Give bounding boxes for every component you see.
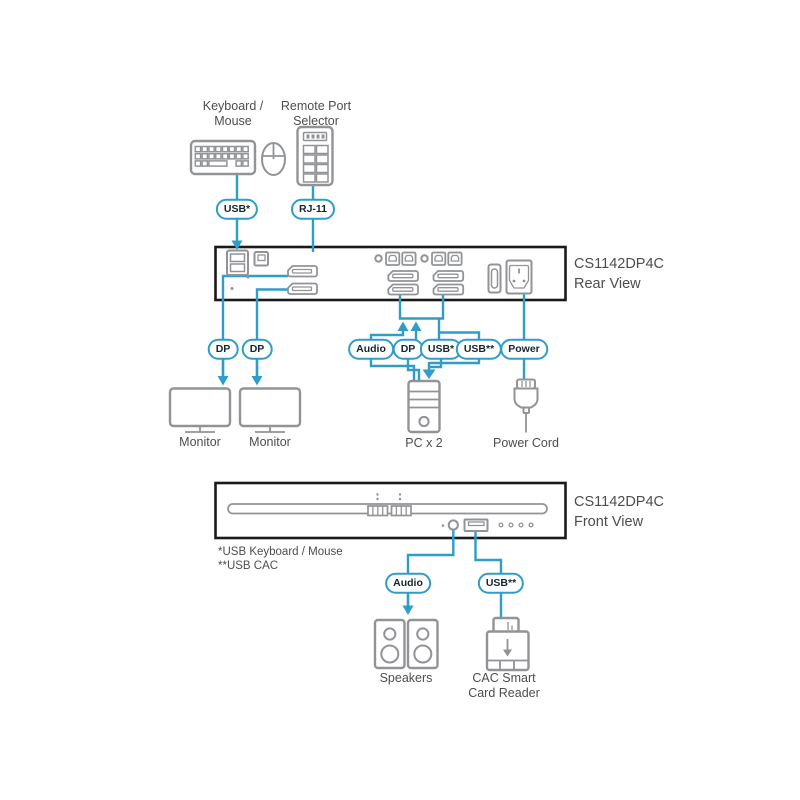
arrow-monitor-right bbox=[251, 376, 263, 386]
footnotes: *USB Keyboard / Mouse **USB CAC bbox=[218, 546, 343, 573]
mouse-icon bbox=[261, 142, 286, 176]
front-audio-jack-icon bbox=[447, 519, 459, 531]
monitor-right-icon bbox=[238, 387, 302, 433]
arrow-speakers bbox=[402, 605, 414, 615]
front-indicator-leds bbox=[498, 522, 534, 528]
monitor-left-icon bbox=[168, 387, 232, 433]
pc-tower-icon bbox=[407, 379, 441, 434]
pc-label: PC x 2 bbox=[405, 436, 443, 450]
rj11-port-icon bbox=[253, 251, 269, 267]
rear-ports bbox=[226, 249, 533, 296]
pill-usb2-front: USB** bbox=[477, 572, 525, 594]
pill-dp-rear: DP bbox=[392, 338, 424, 360]
cac-reader-label: CAC Smart Card Reader bbox=[468, 671, 540, 700]
power-switch-icon bbox=[487, 263, 502, 294]
pc1-console-ports-icon bbox=[374, 251, 419, 296]
rear-model: CS1142DP4C bbox=[574, 256, 665, 272]
rear-led-dot bbox=[246, 275, 250, 279]
dp-output-ports-icon bbox=[287, 265, 318, 295]
speakers-icon bbox=[373, 618, 439, 670]
arrow-up-audio bbox=[397, 321, 409, 331]
remote-port-selector-label: Remote Port Selector bbox=[280, 99, 352, 128]
rear-led-dot bbox=[230, 287, 234, 290]
power-cord-label: Power Cord bbox=[493, 436, 559, 450]
rear-view-label: CS1142DP4C Rear View bbox=[574, 255, 664, 294]
power-cord-icon bbox=[513, 378, 539, 433]
pill-usb-keyboard: USB* bbox=[215, 198, 259, 220]
cac-reader-icon bbox=[485, 616, 530, 672]
front-usb-port-icon bbox=[463, 518, 489, 532]
pill-usb2-rear: USB** bbox=[455, 338, 503, 360]
arrow-monitor-left bbox=[217, 376, 229, 386]
pill-dp-monitor-left: DP bbox=[207, 338, 239, 360]
port-selection-buttons-icon bbox=[367, 505, 412, 517]
arrow-into-pc bbox=[422, 369, 436, 379]
pill-audio-front: Audio bbox=[385, 572, 431, 594]
pill-audio-rear: Audio bbox=[348, 338, 394, 360]
front-mic-dot bbox=[441, 524, 445, 527]
footnote-usb-keyboard: *USB Keyboard / Mouse bbox=[218, 546, 343, 558]
front-view-label: CS1142DP4C Front View bbox=[574, 493, 664, 532]
monitor-right-label: Monitor bbox=[249, 435, 291, 449]
pill-rj11: RJ-11 bbox=[290, 198, 336, 220]
front-leds bbox=[376, 493, 402, 501]
arrowheads bbox=[217, 240, 436, 615]
pill-power: Power bbox=[500, 338, 548, 360]
pill-dp-monitor-right: DP bbox=[241, 338, 273, 360]
footnote-usb-cac: **USB CAC bbox=[218, 559, 279, 572]
keyboard-icon bbox=[189, 139, 257, 176]
arrow-up-dp bbox=[410, 321, 422, 331]
front-panel-details bbox=[227, 493, 548, 532]
keyboard-mouse-label: Keyboard / Mouse bbox=[202, 99, 264, 128]
power-inlet-icon bbox=[505, 259, 533, 295]
front-model: CS1142DP4C bbox=[574, 494, 665, 510]
arrow-into-rear-usb bbox=[231, 240, 243, 250]
rear-view-text: Rear View bbox=[574, 275, 641, 292]
pc2-console-ports-icon bbox=[420, 251, 465, 296]
monitor-left-label: Monitor bbox=[179, 435, 221, 449]
front-view-text: Front View bbox=[574, 513, 644, 530]
speakers-label: Speakers bbox=[379, 671, 433, 685]
remote-port-selector-icon bbox=[296, 125, 334, 187]
usb-keyboard-ports-icon bbox=[226, 249, 249, 276]
